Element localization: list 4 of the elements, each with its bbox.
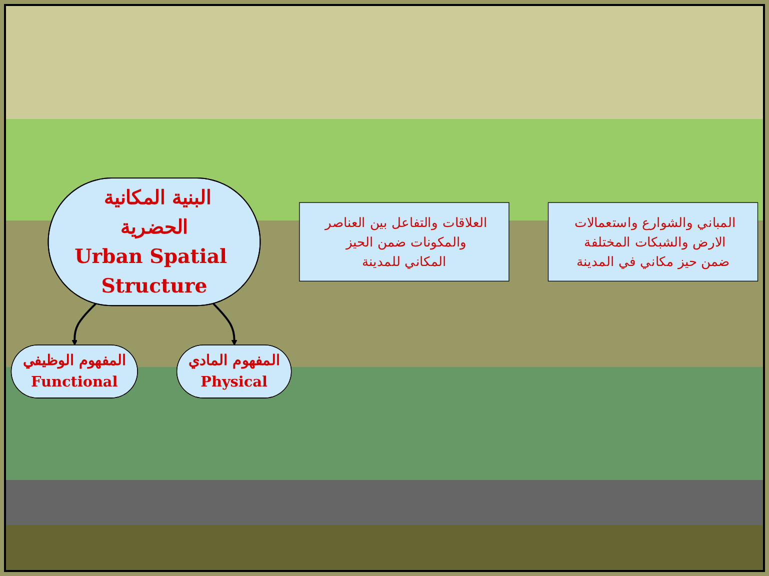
- arrow: [72, 303, 96, 346]
- node-box: المباني والشوارع واستعمالات الارض والشبكات المختلفة ضمن حيز مكاني في المدينة: [548, 202, 758, 282]
- arrow: [212, 303, 238, 346]
- node-box: العلاقات والتفاعل بين العناصر والمكونات ضمن الحيز المكاني للمدينة: [299, 202, 510, 282]
